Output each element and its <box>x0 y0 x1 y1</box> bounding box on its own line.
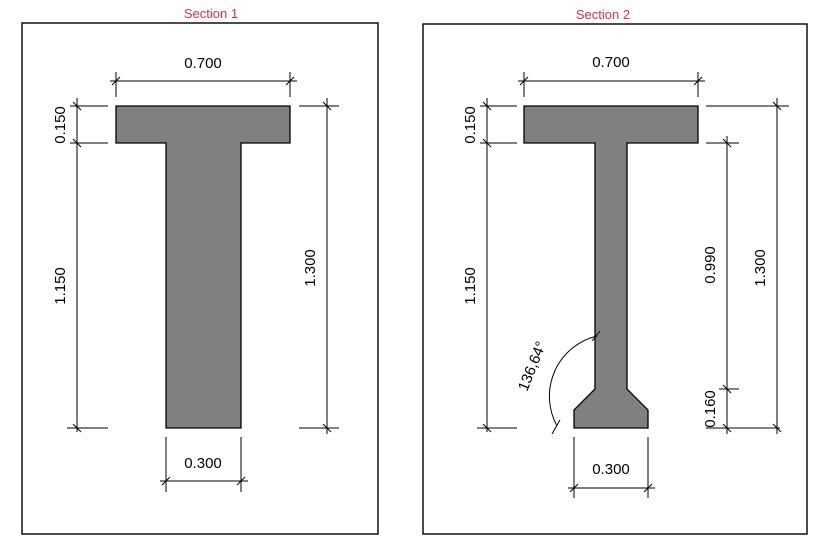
svg-text:0.160: 0.160 <box>702 390 719 428</box>
section-2-bulb-tee-shape <box>523 105 699 429</box>
section-2-flange-width-dim: 0.700 <box>518 54 705 97</box>
svg-text:1.150: 1.150 <box>52 267 69 305</box>
section-2-left-dims: 0.150 1.150 <box>462 98 517 433</box>
section-2-total-height-dim: 1.300 <box>706 98 789 434</box>
section-1-title: Section 1 <box>183 6 239 21</box>
section-1-web-width-dim: 0.300 <box>160 437 248 492</box>
section-1-left-dims: 0.150 1.150 <box>52 98 108 433</box>
svg-text:0.150: 0.150 <box>462 106 479 144</box>
section-2-web-bulb-dims: 0.990 0.160 <box>702 136 780 434</box>
svg-text:1.300: 1.300 <box>752 249 769 287</box>
section-1-panel: 0.700 0.150 1.150 1.300 <box>21 22 379 535</box>
svg-text:0.700: 0.700 <box>592 54 630 71</box>
section-1-t-beam-shape <box>115 105 291 429</box>
section-2-panel: 0.700 0.150 1.150 136,64° <box>422 23 808 535</box>
section-2-bottom-width-dim: 0.300 <box>568 437 655 498</box>
svg-text:0.990: 0.990 <box>702 246 719 284</box>
svg-text:0.150: 0.150 <box>52 106 69 144</box>
svg-text:1.300: 1.300 <box>302 249 319 287</box>
section-2-title: Section 2 <box>575 7 631 22</box>
section-1-flange-width-dim: 0.700 <box>110 55 297 97</box>
svg-text:0.300: 0.300 <box>592 461 630 478</box>
svg-text:0.700: 0.700 <box>184 55 222 72</box>
svg-text:1.150: 1.150 <box>462 267 479 305</box>
svg-text:0.300: 0.300 <box>184 455 222 472</box>
section-1-total-height-dim: 1.300 <box>299 98 339 434</box>
